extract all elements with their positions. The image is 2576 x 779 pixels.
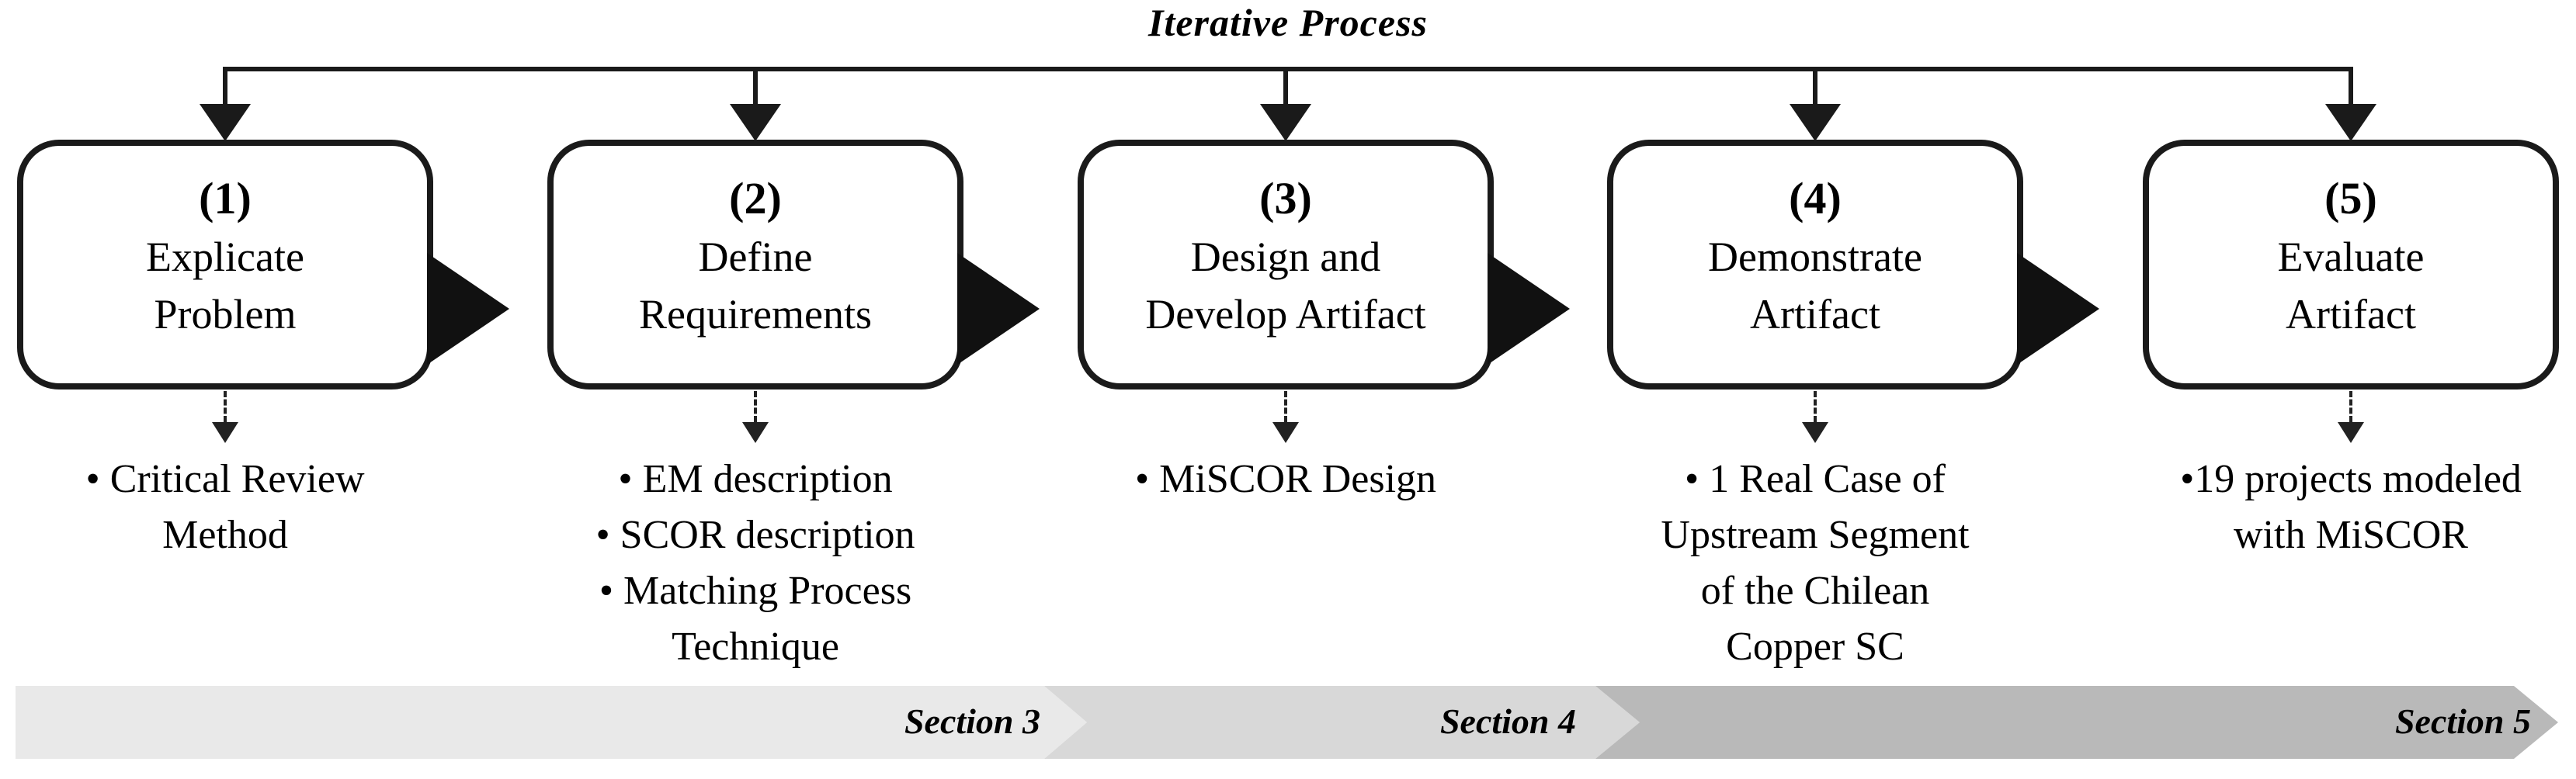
dashed-arrowhead-icon-1	[212, 422, 238, 443]
stage-number: (4)	[1789, 173, 1842, 223]
stage-output-3: • MiSCOR Design	[1134, 457, 1437, 501]
flow-arrow-icon-3	[1488, 253, 1570, 365]
stage-box-1: (1) Explicate Problem	[17, 140, 433, 390]
stage-output-1: • Critical Review Method	[85, 457, 365, 557]
stage-number: (1)	[199, 173, 252, 223]
stage-label: Evaluate Artifact	[2277, 234, 2425, 338]
flow-arrow-icon-2	[957, 253, 1040, 365]
dashed-arrow-3	[1284, 391, 1287, 422]
flow-arrow-icon-1	[427, 253, 509, 365]
flow-arrow-icon-4	[2017, 253, 2099, 365]
section-4-chevron	[1044, 686, 1640, 759]
dashed-arrowhead-icon-3	[1272, 422, 1299, 443]
arrow-down-icon-3	[1260, 104, 1311, 141]
stage-box-3: (3) Design and Develop Artifact	[1078, 140, 1494, 390]
dashed-arrowhead-icon-2	[742, 422, 769, 443]
dashed-arrowhead-icon-4	[1802, 422, 1828, 443]
stage-box-2: (2) Define Requirements	[547, 140, 963, 390]
dashed-arrow-1	[224, 391, 227, 422]
dashed-arrow-5	[2349, 391, 2352, 422]
connector-stub-4	[1813, 67, 1817, 106]
stage-output-2: • EM description • SCOR description • Ma…	[595, 457, 915, 669]
arrow-down-icon-2	[730, 104, 781, 141]
iterative-process-line	[225, 67, 2351, 71]
section-3-chevron	[16, 686, 1087, 759]
stage-box-4: (4) Demonstrate Artifact	[1607, 140, 2023, 390]
stage-box-5: (5) Evaluate Artifact	[2143, 140, 2559, 390]
stage-number: (5)	[2324, 173, 2377, 223]
diagram-title: Iterative Process	[1148, 1, 1428, 44]
stage-label: Design and Develop Artifact	[1145, 234, 1426, 338]
connector-stub-3	[1283, 67, 1288, 106]
connector-stub-2	[753, 67, 758, 106]
arrow-down-icon-4	[1790, 104, 1841, 141]
dashed-arrow-4	[1814, 391, 1817, 422]
arrow-down-icon-1	[200, 104, 251, 141]
stage-label: Define Requirements	[639, 234, 872, 338]
dashed-arrow-2	[754, 391, 757, 422]
section-5-chevron	[1595, 686, 2558, 759]
stage-output-5: •19 projects modeled with MiSCOR	[2180, 457, 2522, 557]
arrow-down-icon-5	[2325, 104, 2376, 141]
stage-label: Demonstrate Artifact	[1708, 234, 1922, 338]
section-4-label: Section 4	[1439, 701, 1576, 741]
stage-label: Explicate Problem	[146, 234, 304, 338]
connector-stub-1	[223, 67, 227, 106]
section-5-label: Section 5	[2394, 701, 2531, 741]
stage-output-4: • 1 Real Case of Upstream Segment of the…	[1661, 457, 1970, 669]
dashed-arrowhead-icon-5	[2338, 422, 2364, 443]
connector-stub-5	[2349, 67, 2353, 106]
stage-number: (3)	[1259, 173, 1312, 223]
section-bar	[16, 686, 2558, 759]
stage-number: (2)	[729, 173, 782, 223]
section-3-label: Section 3	[904, 701, 1040, 741]
